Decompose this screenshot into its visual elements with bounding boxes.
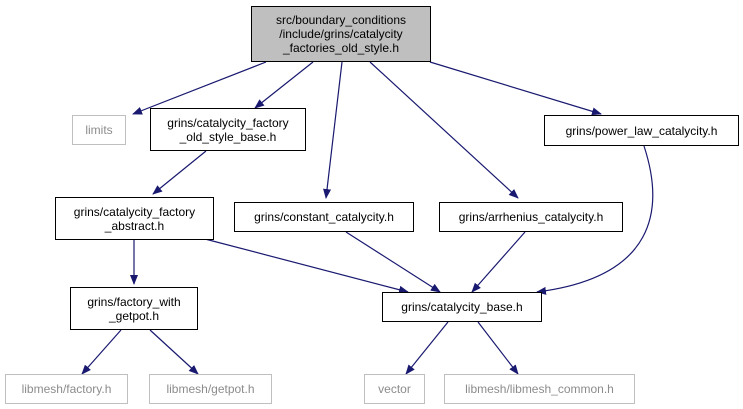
node-libmesh-libmesh-common: libmesh/libmesh_common.h <box>444 374 635 404</box>
edge-factory-with-getpot-to-libmesh-getpot <box>149 329 199 375</box>
node-power-law-catalycity[interactable]: grins/power_law_catalycity.h <box>544 115 739 146</box>
edge-root-to-constant <box>323 61 343 199</box>
node-catalycity-factory-old-style-base[interactable]: grins/catalycity_factory _old_style_base… <box>150 108 306 151</box>
edge-factory-with-getpot-to-libmesh-factory <box>81 329 122 375</box>
node-root-header: src/boundary_conditions /include/grins/c… <box>251 6 431 62</box>
node-limits: limits <box>72 115 126 145</box>
node-libmesh-getpot: libmesh/getpot.h <box>149 374 272 404</box>
edge-root-to-power-law <box>429 61 602 116</box>
edge-factory-old-style-base-to-factory-abstract <box>152 150 207 195</box>
edge-catalycity-base-to-libmesh-common <box>477 321 519 375</box>
edge-catalycity-base-to-vector <box>405 321 449 375</box>
edge-arrhenius-to-catalycity-base <box>471 231 526 293</box>
edge-root-to-limits <box>132 61 267 115</box>
edge-constant-to-catalycity-base <box>345 231 441 293</box>
edge-factory-abstract-to-catalycity-base <box>204 238 409 294</box>
node-libmesh-factory: libmesh/factory.h <box>5 374 128 404</box>
edge-root-to-arrhenius <box>369 61 519 199</box>
node-vector: vector <box>364 374 425 404</box>
node-catalycity-base[interactable]: grins/catalycity_base.h <box>382 292 542 322</box>
node-factory-with-getpot[interactable]: grins/factory_with _getpot.h <box>70 287 198 330</box>
edge-power-law-to-catalycity-base <box>536 145 654 295</box>
node-arrhenius-catalycity[interactable]: grins/arrhenius_catalycity.h <box>439 202 623 232</box>
node-catalycity-factory-abstract[interactable]: grins/catalycity_factory _abstract.h <box>55 197 214 240</box>
edge-root-to-factory-old-style-base <box>254 61 314 109</box>
node-constant-catalycity[interactable]: grins/constant_catalycity.h <box>234 202 414 232</box>
